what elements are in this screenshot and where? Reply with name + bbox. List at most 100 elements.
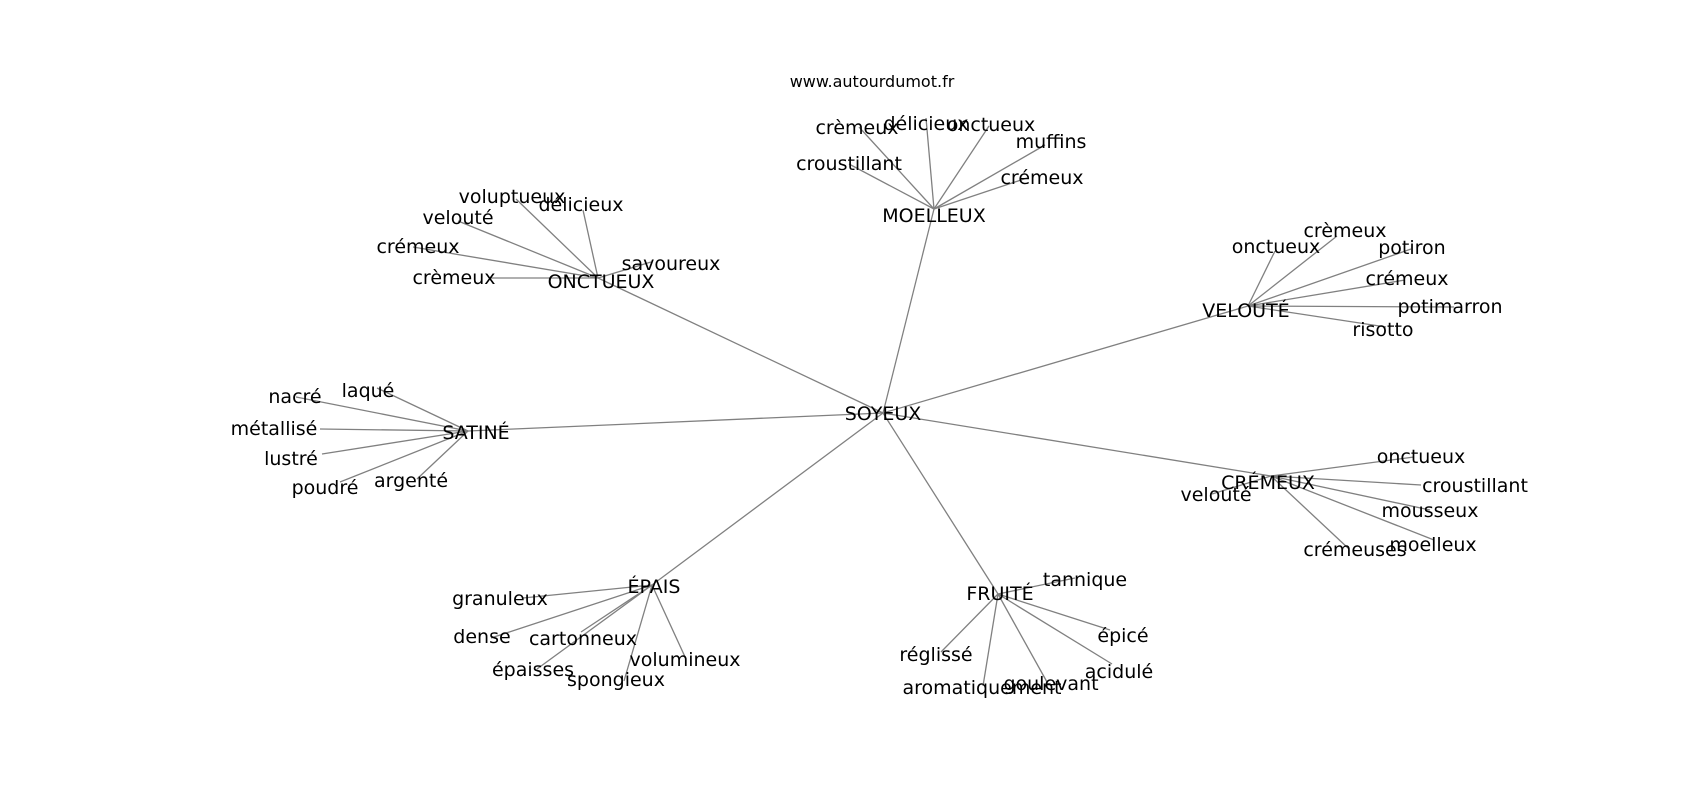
edge-moelleux-leaf xyxy=(933,125,990,210)
edge-veloute-leaf xyxy=(1247,248,1412,307)
edge-epais-leaf xyxy=(623,584,653,682)
leaf-node-label[interactable]: voluptueux xyxy=(459,186,566,208)
leaf-node-label[interactable]: métallisé xyxy=(231,418,318,440)
hub-node-label-veloute[interactable]: VELOUTÉ xyxy=(1202,299,1289,322)
edge-satine-leaf xyxy=(416,430,469,480)
site-url-label[interactable]: www.autourdumot.fr xyxy=(790,72,955,91)
edge-cremeux-leaf xyxy=(1270,475,1435,541)
leaf-node-label[interactable]: laqué xyxy=(342,380,395,402)
leaf-node-label[interactable]: argenté xyxy=(374,470,448,492)
hub-node-label-satine[interactable]: SATINÉ xyxy=(442,421,509,444)
leaf-node-label[interactable]: mousseux xyxy=(1382,500,1479,522)
leaf-node-label[interactable]: volumineux xyxy=(630,649,741,671)
edge-moelleux-leaf xyxy=(933,144,1046,210)
graph-edges xyxy=(295,117,1455,687)
edge-moelleux-leaf xyxy=(933,177,1028,210)
leaf-node-label[interactable]: épicé xyxy=(1097,625,1148,647)
center-node-label[interactable]: SOYEUX xyxy=(845,403,922,425)
edge-fruite-leaf xyxy=(982,593,999,687)
leaf-node-label[interactable]: crémeux xyxy=(1000,167,1083,189)
edge-onctueux-leaf xyxy=(457,220,599,279)
leaf-node-label[interactable]: granuleux xyxy=(452,588,548,610)
graph-labels: www.autourdumot.fr SOYEUX MOELLEUX crèmeu… xyxy=(231,72,1528,699)
leaf-node-label[interactable]: savoureux xyxy=(622,253,721,275)
edge-epais-leaf xyxy=(490,584,653,639)
edge-veloute-leaf xyxy=(1247,235,1338,307)
leaf-node-label[interactable]: croustillant xyxy=(796,153,902,175)
leaf-node-label[interactable]: réglissé xyxy=(899,644,972,666)
leaf-node-label[interactable]: acidulé xyxy=(1085,661,1153,683)
leaf-node-label[interactable]: spongieux xyxy=(567,669,665,691)
leaf-node-label[interactable]: risotto xyxy=(1352,319,1413,341)
edge-epais-leaf xyxy=(580,584,653,633)
edge-veloute-leaf xyxy=(1247,250,1276,307)
edge-moelleux-leaf xyxy=(858,126,935,210)
edge-fruite-leaf xyxy=(940,593,999,653)
leaf-node-label[interactable]: goulevant xyxy=(1003,673,1098,695)
edge-epais-leaf xyxy=(536,584,653,670)
edge-fruite-leaf xyxy=(997,577,1076,595)
hub-node-label-cremeux[interactable]: CRÉMEUX xyxy=(1221,471,1315,494)
edge-epais-leaf xyxy=(522,584,653,599)
leaf-node-label[interactable]: lustré xyxy=(264,448,318,470)
leaf-node-label[interactable]: croustillant xyxy=(1422,475,1528,497)
leaf-node-label[interactable]: tannique xyxy=(1043,569,1127,591)
leaf-node-label[interactable]: crémeux xyxy=(376,236,459,258)
leaf-node-label[interactable]: dense xyxy=(453,626,510,648)
leaf-node-label[interactable]: crèmeux xyxy=(815,117,898,139)
edge-fruite-leaf xyxy=(997,593,1113,665)
leaf-node-label[interactable]: aromatiquement xyxy=(902,677,1061,699)
edge-cremeux-leaf xyxy=(1270,475,1422,486)
edge-satine-leaf xyxy=(321,430,469,455)
edge-satine-leaf xyxy=(295,396,469,432)
edge-center-veloute xyxy=(882,305,1249,414)
edge-onctueux-leaf xyxy=(412,246,599,279)
leaf-node-label[interactable]: muffins xyxy=(1016,131,1087,153)
edge-center-onctueux xyxy=(597,277,884,414)
leaf-node-label[interactable]: crèmeux xyxy=(412,267,495,289)
edge-veloute-leaf xyxy=(1247,279,1406,307)
edge-satine-leaf xyxy=(319,428,469,432)
leaf-node-label[interactable]: nacré xyxy=(268,386,321,408)
edge-fruite-leaf xyxy=(997,593,1111,631)
edge-epais-leaf xyxy=(651,584,687,660)
edge-satine-leaf xyxy=(339,430,469,483)
edge-onctueux-leaf xyxy=(515,198,599,279)
leaf-node-label[interactable]: onctueux xyxy=(1232,236,1321,258)
edge-onctueux-leaf xyxy=(582,209,599,279)
leaf-node-label[interactable]: potimarron xyxy=(1397,296,1502,318)
leaf-node-label[interactable]: épaisses xyxy=(492,659,574,681)
edge-veloute-leaf xyxy=(1247,305,1387,328)
leaf-node-label[interactable]: velouté xyxy=(1180,484,1251,506)
edge-moelleux-leaf xyxy=(925,117,935,210)
edge-cremeux-leaf xyxy=(1270,475,1350,550)
leaf-node-label[interactable]: délicieux xyxy=(883,113,968,135)
leaf-node-label[interactable]: crèmeux xyxy=(1303,220,1386,242)
leaf-node-label[interactable]: délicieux xyxy=(538,194,623,216)
leaf-node-label[interactable]: crémeuses xyxy=(1303,539,1406,561)
edge-moelleux-leaf xyxy=(848,163,935,210)
edge-veloute-leaf xyxy=(1247,305,1455,308)
edge-center-satine xyxy=(467,412,884,432)
leaf-node-label[interactable]: potiron xyxy=(1378,237,1445,259)
leaf-node-label[interactable]: velouté xyxy=(422,207,493,229)
leaf-node-label[interactable]: poudré xyxy=(292,477,359,499)
hub-node-label-moelleux[interactable]: MOELLEUX xyxy=(882,205,985,227)
edge-center-fruite xyxy=(882,412,999,595)
edge-center-epais xyxy=(651,412,884,586)
leaf-node-label[interactable]: onctueux xyxy=(1377,446,1466,468)
leaf-node-label[interactable]: onctueux xyxy=(947,114,1036,136)
leaf-node-label[interactable]: moelleux xyxy=(1389,534,1476,556)
hub-node-label-onctueux[interactable]: ONCTUEUX xyxy=(548,271,655,293)
edge-cremeux-leaf xyxy=(1270,456,1415,477)
leaf-node-label[interactable]: cartonneux xyxy=(529,628,637,650)
edge-cremeux-leaf xyxy=(1211,475,1272,495)
edge-center-moelleux xyxy=(882,208,935,414)
edge-fruite-leaf xyxy=(997,593,1048,683)
leaf-node-label[interactable]: crémeux xyxy=(1365,268,1448,290)
hub-node-label-epais[interactable]: ÉPAIS xyxy=(628,575,681,598)
edge-onctueux-leaf xyxy=(597,261,652,279)
edge-satine-leaf xyxy=(376,387,469,432)
hub-node-label-fruite[interactable]: FRUITÉ xyxy=(966,582,1033,605)
